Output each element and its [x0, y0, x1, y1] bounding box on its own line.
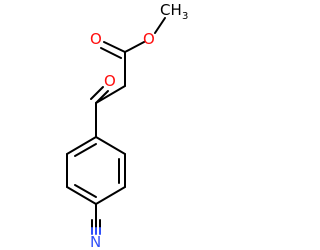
ring-bond-1	[95, 136, 126, 155]
bonds	[66, 17, 166, 223]
bond-ester-carbonyl-double-2	[100, 47, 122, 59]
bond-methylene-to-ketone-carbon	[95, 85, 126, 104]
ring-inner-bond-3	[74, 143, 97, 157]
structure-canvas: CH 3 O O O N	[66, 1, 188, 250]
ring-bond-6	[66, 136, 97, 155]
bond-ketone-double-1	[95, 90, 109, 104]
ring-inner-bond-2	[74, 184, 97, 198]
ester-oxygen-label: O	[143, 30, 155, 48]
nitrile-triple-bond	[91, 219, 101, 235]
nitrile-nitrogen-label: N	[90, 233, 101, 250]
methyl-subscript: 3	[182, 11, 188, 22]
molecule-drawing: CH 3 O O O N	[66, 1, 188, 250]
ester-carbonyl-oxygen-label: O	[90, 30, 102, 48]
ring-bond-3	[95, 186, 126, 205]
ketone-oxygen-label: O	[104, 72, 116, 90]
ring-bond-4	[66, 186, 97, 205]
methyl-label: CH	[160, 1, 182, 19]
bond-ketone-double-2	[90, 86, 104, 100]
bond-methyl-to-ester-oxygen	[154, 17, 166, 34]
bond-ester-oxygen-to-carbonyl-carbon	[124, 41, 145, 53]
bond-ester-carbonyl-double-1	[103, 41, 126, 53]
